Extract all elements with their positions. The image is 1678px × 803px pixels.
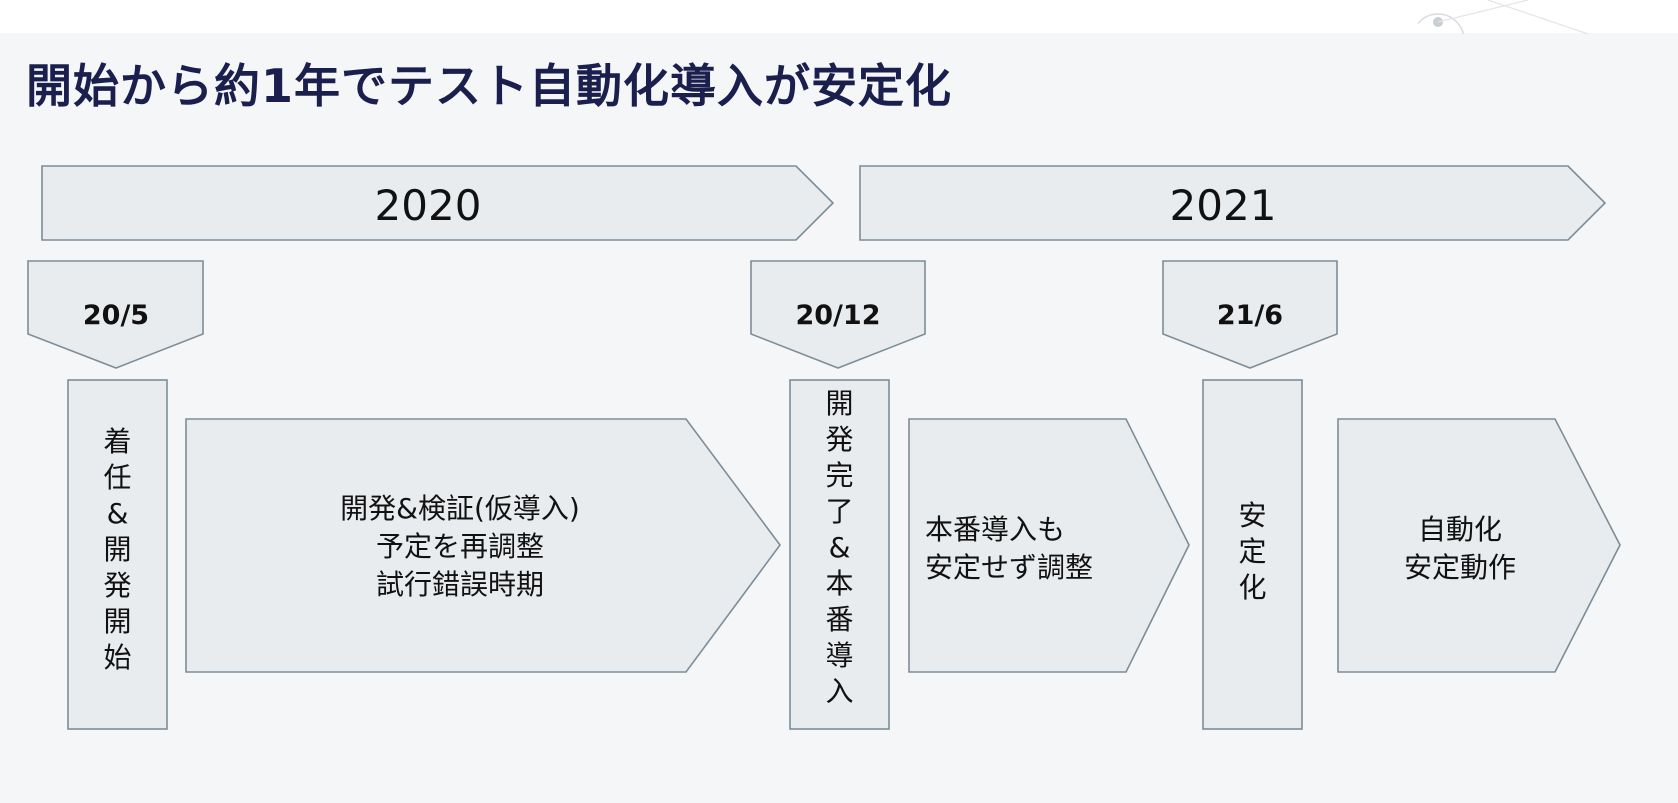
decorative-graphic	[1418, 0, 1638, 34]
event-text: 開	[103, 605, 131, 638]
event-text: 本	[825, 567, 853, 600]
event-box: 着 任 & 開 発 開 始	[67, 379, 168, 730]
milestone-marker: 20/5	[27, 260, 204, 369]
phase-text: 自動化	[1418, 513, 1502, 546]
phase-arrow: 開発&検証(仮導入) 予定を再調整 試行錯誤時期	[185, 418, 781, 673]
phase-text: 安定動作	[1404, 551, 1516, 584]
event-text: 安	[1238, 499, 1266, 532]
milestone-date: 20/12	[795, 300, 880, 331]
year-arrow-2020: 2020	[41, 165, 835, 241]
phase-arrow: 自動化 安定動作	[1337, 418, 1621, 673]
year-arrow-2021: 2021	[859, 165, 1607, 241]
event-text: 任	[103, 461, 131, 494]
milestone-date: 20/5	[83, 300, 149, 331]
event-text: 入	[825, 675, 853, 708]
event-text: 発	[825, 423, 853, 456]
event-text: 完	[825, 459, 853, 492]
event-box: 開 発 完 了 & 本 番 導 入	[789, 379, 890, 730]
event-text: 了	[825, 495, 853, 528]
milestone-marker: 21/6	[1162, 260, 1338, 369]
phase-text: 本番導入も	[925, 513, 1065, 546]
event-text: 着	[103, 425, 131, 458]
event-text: 導	[825, 639, 853, 672]
year-label: 2021	[1170, 181, 1277, 230]
year-label: 2020	[375, 181, 482, 230]
event-text: 番	[825, 603, 853, 636]
phase-text: 試行錯誤時期	[376, 568, 544, 601]
phase-text: 安定せず調整	[925, 551, 1093, 584]
milestone-marker: 20/12	[750, 260, 926, 369]
event-box: 安 定 化	[1202, 379, 1303, 730]
network-decoration-icon	[1418, 0, 1589, 34]
event-text: 開	[825, 387, 853, 420]
phase-text: 予定を再調整	[376, 530, 544, 563]
event-text: 化	[1238, 571, 1266, 604]
event-text: 定	[1238, 535, 1266, 568]
phase-text: 開発&検証(仮導入)	[340, 492, 580, 525]
milestone-date: 21/6	[1217, 300, 1283, 331]
phase-arrow: 本番導入も 安定せず調整	[908, 418, 1190, 673]
event-text: &	[107, 497, 129, 530]
event-text: 始	[103, 641, 131, 674]
event-text: 開	[103, 533, 131, 566]
event-text: &	[829, 531, 851, 564]
page-title: 開始から約1年でテスト自動化導入が安定化	[26, 59, 953, 113]
event-text: 発	[103, 569, 131, 602]
